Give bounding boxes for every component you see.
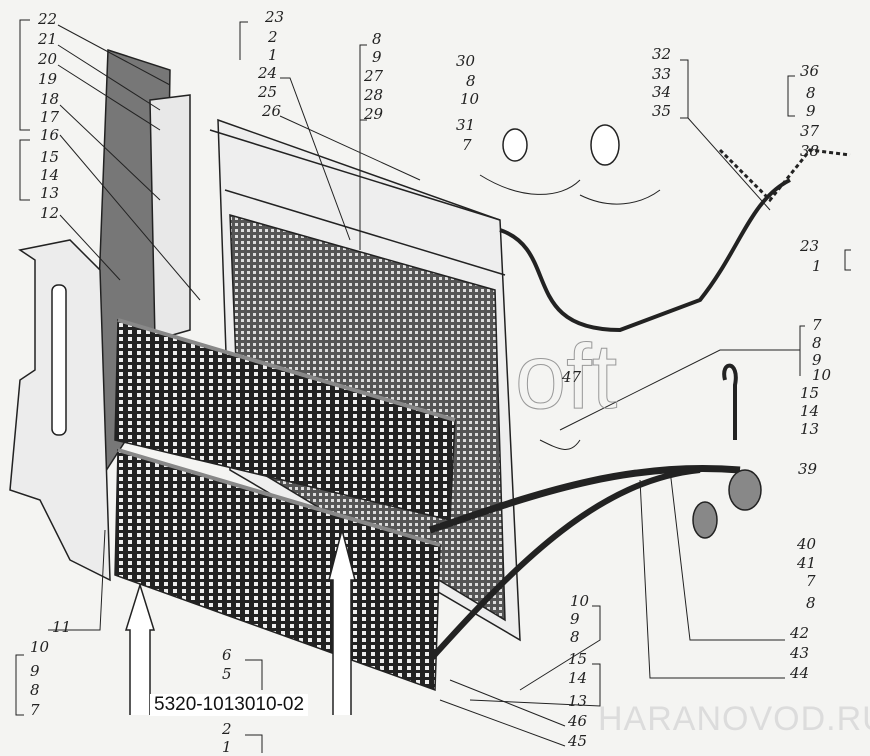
oil-pipe-2 — [427, 467, 701, 663]
callout-41: 41 — [797, 554, 817, 572]
callout-38: 38 — [800, 142, 820, 160]
callout-8: 8 — [570, 628, 580, 646]
callout-16: 16 — [40, 126, 60, 144]
callout-30: 30 — [456, 52, 476, 70]
callout-13: 13 — [568, 692, 588, 710]
callout-19: 19 — [38, 70, 58, 88]
callout-34: 34 — [652, 83, 672, 101]
callout-25: 25 — [258, 83, 278, 101]
callout-45: 45 — [568, 732, 588, 750]
callout-6: 6 — [222, 646, 232, 664]
callout-15: 15 — [568, 650, 588, 668]
callout-14: 14 — [568, 669, 588, 687]
callout-10: 10 — [30, 638, 50, 656]
watermark: HARANOVOD.RU — [598, 700, 870, 738]
callout-13: 13 — [40, 184, 60, 202]
callout-23: 23 — [265, 8, 285, 26]
part-number-label: 5320-1013010-02 — [150, 694, 309, 716]
arrow-right — [328, 527, 356, 715]
callout-10: 10 — [570, 592, 590, 610]
watermark-partial: oft — [514, 326, 618, 429]
callout-23: 23 — [800, 237, 820, 255]
callout-35: 35 — [652, 102, 672, 120]
callout-24: 24 — [258, 64, 278, 82]
callout-8: 8 — [812, 334, 822, 352]
chain — [718, 148, 851, 203]
callout-9: 9 — [812, 351, 822, 369]
callout-36: 36 — [800, 62, 820, 80]
hose-upper — [499, 178, 791, 333]
callout-15: 15 — [800, 384, 820, 402]
callout-40: 40 — [797, 535, 817, 553]
callout-20: 20 — [38, 50, 58, 68]
callout-7: 7 — [812, 316, 822, 334]
callout-2: 2 — [222, 720, 232, 738]
callout-12: 12 — [40, 204, 60, 222]
callout-22: 22 — [38, 10, 58, 28]
callout-29: 29 — [364, 105, 384, 123]
callout-7: 7 — [806, 572, 816, 590]
callout-13: 13 — [800, 420, 820, 438]
callout-8: 8 — [372, 30, 382, 48]
callout-26: 26 — [262, 102, 282, 120]
callout-8: 8 — [30, 681, 40, 699]
callout-7: 7 — [30, 701, 40, 719]
callout-21: 21 — [38, 30, 58, 48]
callout-33: 33 — [652, 65, 672, 83]
callout-1: 1 — [268, 46, 278, 64]
callout-8: 8 — [806, 84, 816, 102]
callout-17: 17 — [40, 108, 60, 126]
callout-9: 9 — [570, 610, 580, 628]
callout-28: 28 — [364, 86, 384, 104]
callout-10: 10 — [460, 90, 480, 108]
callout-5: 5 — [222, 665, 232, 683]
callout-9: 9 — [30, 662, 40, 680]
callout-14: 14 — [40, 166, 60, 184]
callout-9: 9 — [372, 48, 382, 66]
callout-42: 42 — [790, 624, 810, 642]
callout-46: 46 — [568, 712, 588, 730]
callout-9: 9 — [806, 102, 816, 120]
callout-18: 18 — [40, 90, 60, 108]
arrow-left — [124, 582, 156, 715]
callout-1: 1 — [812, 257, 822, 275]
callout-11: 11 — [52, 618, 72, 636]
callout-15: 15 — [40, 148, 60, 166]
callout-8: 8 — [806, 594, 816, 612]
callout-32: 32 — [652, 45, 672, 63]
callout-27: 27 — [364, 67, 384, 85]
callout-8: 8 — [466, 72, 476, 90]
callout-44: 44 — [790, 664, 810, 682]
callout-10: 10 — [812, 366, 832, 384]
callout-31: 31 — [456, 116, 476, 134]
callout-37: 37 — [800, 122, 820, 140]
callout-43: 43 — [790, 644, 810, 662]
callout-47: 47 — [562, 368, 582, 386]
callout-39: 39 — [798, 460, 818, 478]
callout-2: 2 — [268, 28, 278, 46]
seal-strip — [149, 94, 191, 341]
callout-1: 1 — [222, 738, 232, 756]
callout-7: 7 — [462, 136, 472, 154]
callout-14: 14 — [800, 402, 820, 420]
